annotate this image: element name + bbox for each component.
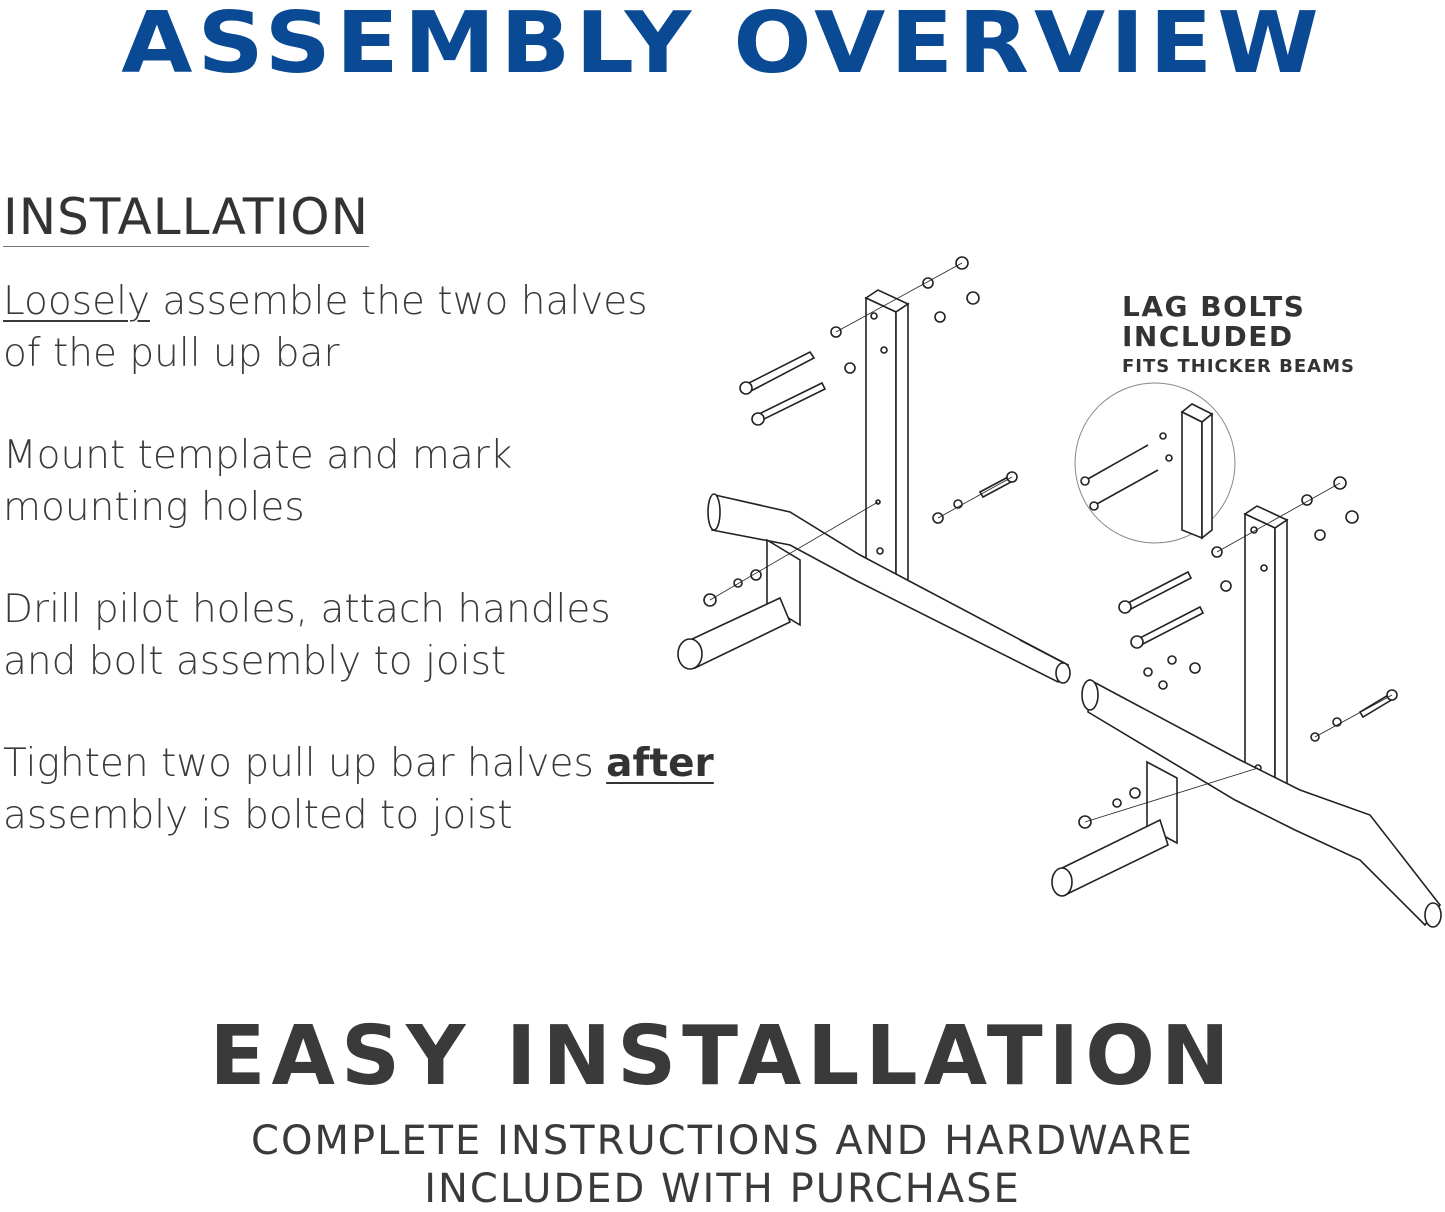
- right-bracket-icon: [1243, 505, 1289, 796]
- footer-subtitle-line-1: COMPLETE INSTRUCTIONS AND HARDWARE: [251, 1118, 1194, 1164]
- left-tube-icon: [707, 493, 1071, 684]
- left-bracket-icon: [864, 289, 910, 592]
- bolts-icon: [703, 256, 1018, 607]
- right-tube-icon: [1081, 678, 1442, 928]
- lag-bolts-callout: LAG BOLTS INCLUDED FITS THICKER BEAMS: [1122, 290, 1355, 378]
- emphasis-after: after: [606, 741, 714, 786]
- pull-up-bar-exploded-diagram: [677, 256, 1442, 928]
- right-bolts-icon: [1078, 476, 1398, 829]
- page-title: ASSEMBLY OVERVIEW: [121, 0, 1324, 93]
- lag-bolt-detail-icon: [1074, 382, 1236, 544]
- installation-heading: INSTALLATION: [3, 188, 369, 247]
- step-4: Tighten two pull up bar halves after ass…: [3, 741, 714, 838]
- step-1: Loosely assemble the two halves of the p…: [3, 279, 648, 376]
- easy-installation-headline: EASY INSTALLATION: [209, 1009, 1236, 1104]
- step-2: Mount template and mark mounting holes: [3, 433, 513, 530]
- footer-subtitle-line-2: INCLUDED WITH PURCHASE: [424, 1166, 1021, 1212]
- right-handle-icon: [1051, 760, 1178, 897]
- left-handle-icon: [677, 538, 801, 670]
- emphasis-loosely: Loosely: [3, 279, 150, 324]
- step-3: Drill pilot holes, attach handles and bo…: [3, 587, 611, 684]
